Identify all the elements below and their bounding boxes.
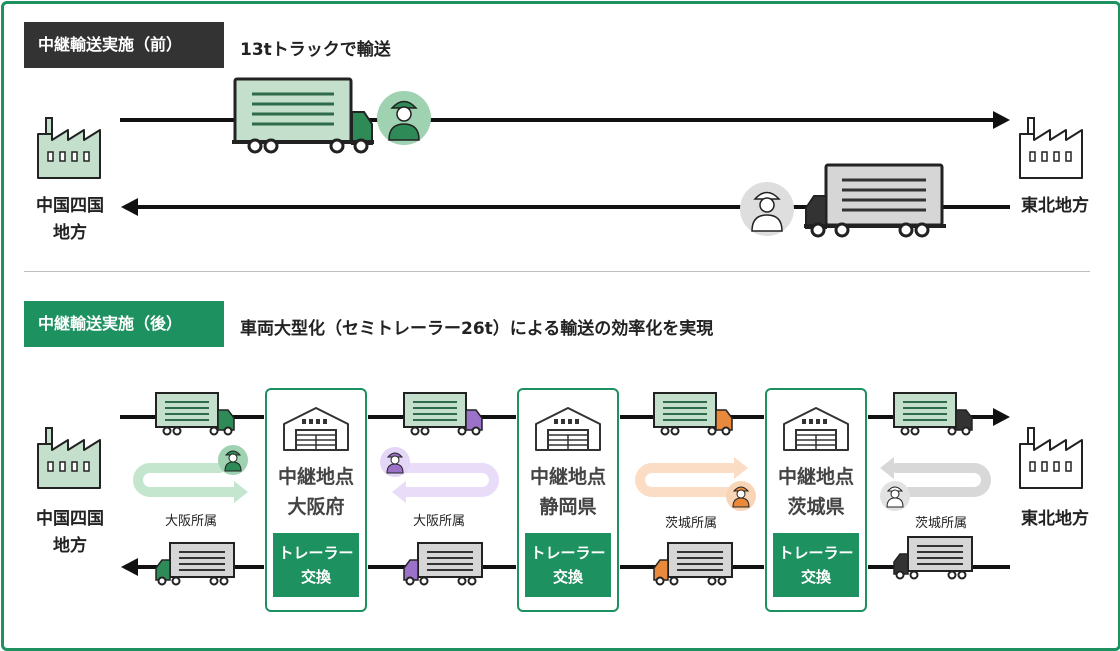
hub-name: 中継地点 大阪府	[267, 462, 365, 522]
west-factory-icon	[37, 117, 101, 179]
truck-icon	[232, 77, 374, 154]
arrow-left-icon	[121, 198, 138, 216]
hub-name: 中継地点 静岡県	[519, 462, 617, 522]
swap-line1: トレーラー	[778, 544, 854, 562]
relay-hub-shizuoka: 中継地点 静岡県 トレーラー 交換	[517, 388, 619, 612]
driver-affiliation-label: 茨城所属	[665, 516, 718, 531]
truck-icon	[653, 392, 733, 436]
swap-line2: 交換	[300, 568, 331, 586]
west-region-label: 中国四国 地方	[26, 506, 114, 560]
truck-icon	[804, 163, 946, 238]
before-subtitle: 13tトラックで輸送	[240, 40, 391, 60]
arrow-right-icon	[993, 408, 1010, 426]
east-region-label: 東北地方	[1021, 509, 1089, 529]
driver-affiliation-label: 大阪所属	[413, 514, 466, 529]
west-region-line2: 地方	[53, 536, 87, 556]
truck-icon	[893, 392, 973, 436]
hub-label: 中継地点	[777, 466, 854, 488]
west-region-line1: 中国四国	[36, 196, 104, 216]
hub-label: 中継地点	[277, 466, 354, 488]
truck-icon	[893, 536, 973, 580]
hub-place: 大阪府	[287, 496, 345, 518]
after-subtitle: 車両大型化（セミトレーラー26t）による輸送の効率化を実現	[240, 319, 714, 339]
swap-line1: トレーラー	[530, 544, 606, 562]
shuttle-loop-icon	[635, 457, 748, 497]
west-factory-icon	[37, 427, 101, 489]
swap-line1: トレーラー	[278, 544, 354, 562]
trailer-swap-badge: トレーラー 交換	[273, 533, 359, 597]
west-region-label: 中国四国 地方	[26, 193, 114, 247]
driver-affiliation-label: 茨城所属	[915, 516, 968, 531]
west-region-line2: 地方	[53, 223, 87, 243]
hub-place: 静岡県	[539, 496, 597, 518]
shuttle-loop-icon	[385, 463, 499, 503]
section-divider	[24, 271, 1090, 272]
relay-hub-osaka: 中継地点 大阪府 トレーラー 交換	[265, 388, 367, 612]
truck-icon	[403, 542, 483, 586]
truck-icon	[403, 392, 483, 436]
truck-icon	[155, 392, 235, 436]
relay-hub-ibaraki: 中継地点 茨城県 トレーラー 交換	[765, 388, 867, 612]
hub-name: 中継地点 茨城県	[767, 462, 865, 522]
warehouse-icon	[535, 407, 601, 451]
truck-icon	[155, 542, 235, 586]
hub-place: 茨城県	[787, 496, 845, 518]
truck-icon	[653, 542, 733, 586]
shuttle-loop-icon	[133, 463, 248, 503]
warehouse-icon	[283, 407, 349, 451]
shuttle-loop-icon	[880, 457, 991, 497]
hub-label: 中継地点	[529, 466, 606, 488]
west-region-line1: 中国四国	[36, 509, 104, 529]
driver-icon	[377, 91, 431, 145]
arrow-left-icon	[121, 558, 138, 576]
driver-icon	[380, 447, 410, 477]
driver-icon	[880, 481, 910, 511]
driver-icon	[740, 182, 794, 236]
swap-line2: 交換	[800, 568, 831, 586]
trailer-swap-badge: トレーラー 交換	[773, 533, 859, 597]
east-factory-icon	[1019, 427, 1083, 489]
driver-icon	[218, 445, 248, 475]
east-factory-icon	[1019, 117, 1083, 179]
trailer-swap-badge: トレーラー 交換	[525, 533, 611, 597]
after-section-tag: 中継輸送実施（後）	[24, 301, 224, 347]
before-section-tag: 中継輸送実施（前）	[24, 22, 224, 68]
warehouse-icon	[783, 407, 849, 451]
driver-icon	[726, 481, 756, 511]
east-region-label: 東北地方	[1021, 196, 1089, 216]
swap-line2: 交換	[552, 568, 583, 586]
arrow-right-icon	[993, 111, 1010, 129]
driver-affiliation-label: 大阪所属	[165, 514, 218, 529]
